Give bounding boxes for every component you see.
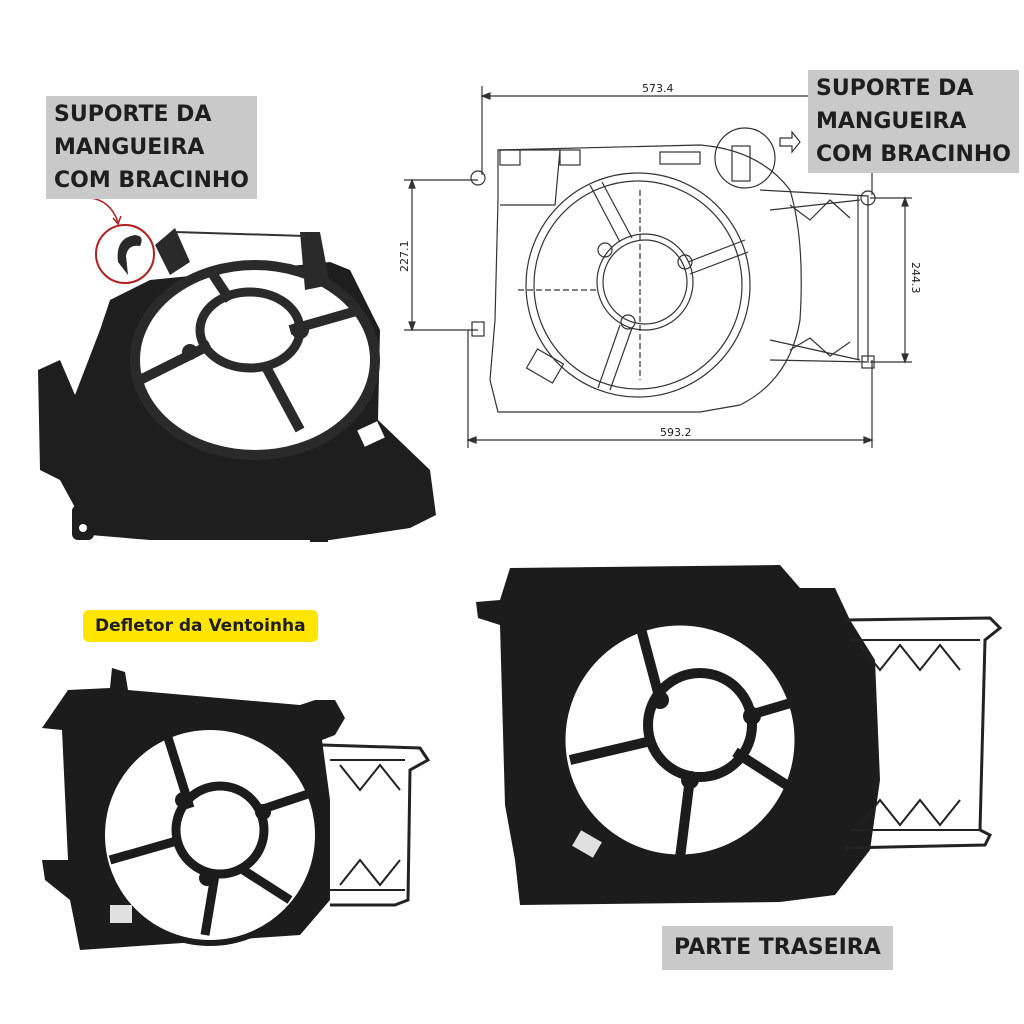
dim-right-label: 244.3 bbox=[909, 262, 922, 294]
hose-support-label-right: SUPORTE DA MANGUEIRA COM BRACINHO bbox=[808, 70, 1019, 173]
dim-left-label: 227.1 bbox=[398, 241, 411, 273]
label-line: COM BRACINHO bbox=[816, 142, 1011, 167]
label-line: MANGUEIRA bbox=[54, 135, 205, 160]
shroud-photo-angled bbox=[38, 228, 436, 542]
hose-support-label-left: SUPORTE DA MANGUEIRA COM BRACINHO bbox=[46, 96, 257, 199]
deflector-title-badge: Defletor da Ventoinha bbox=[83, 610, 318, 642]
label-line: SUPORTE DA bbox=[816, 76, 974, 101]
technical-drawing bbox=[404, 86, 912, 448]
dim-top-label: 573.4 bbox=[642, 82, 674, 95]
label-line: SUPORTE DA bbox=[54, 102, 212, 127]
dim-bottom-label: 593.2 bbox=[660, 426, 692, 439]
hose-support-highlight-circle bbox=[95, 224, 155, 284]
rear-view-label: PARTE TRASEIRA bbox=[662, 926, 893, 970]
shroud-photo-rear bbox=[476, 565, 1003, 905]
label-line: COM BRACINHO bbox=[54, 168, 249, 193]
label-line: MANGUEIRA bbox=[816, 109, 967, 134]
shroud-photo-front bbox=[42, 668, 431, 950]
